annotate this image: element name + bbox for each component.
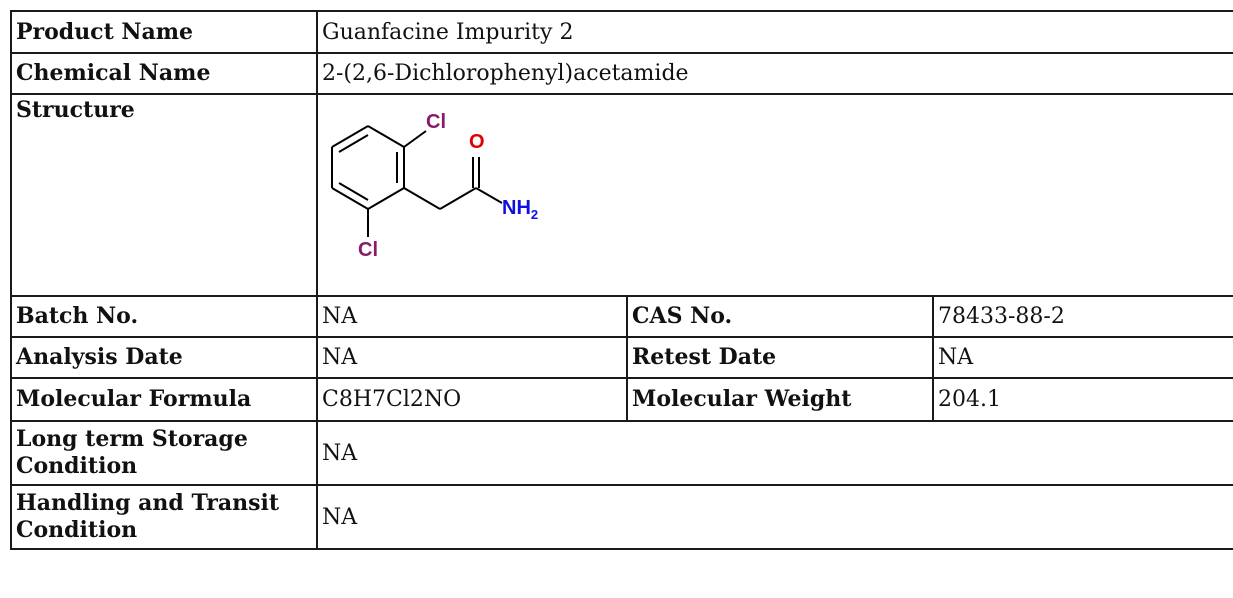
product-name-label: Product Name bbox=[10, 10, 318, 54]
batch-no-label: Batch No. bbox=[10, 295, 318, 338]
chemical-structure-image bbox=[331, 125, 503, 237]
oxygen-atom: O bbox=[469, 131, 485, 153]
structure-row: Structure bbox=[10, 93, 1233, 297]
retest-date-value: NA bbox=[931, 336, 1233, 379]
batch-cas-row: Batch No. NA CAS No. 78433-88-2 bbox=[10, 295, 1233, 338]
handling-condition-label: Handling and Transit Condition bbox=[10, 484, 318, 550]
structure-label: Structure bbox=[10, 93, 318, 297]
chlorine-top-atom: Cl bbox=[426, 111, 446, 133]
amine-subscript: 2 bbox=[530, 207, 539, 222]
analysis-date-label: Analysis Date bbox=[10, 336, 318, 379]
dates-row: Analysis Date NA Retest Date NA bbox=[10, 336, 1233, 379]
molecular-formula-label: Molecular Formula bbox=[10, 377, 318, 422]
storage-condition-label: Long term Storage Condition bbox=[10, 420, 318, 486]
structure-cell: Cl O NH2 Cl bbox=[315, 93, 1233, 297]
molecular-weight-label: Molecular Weight bbox=[626, 377, 934, 422]
batch-no-value: NA bbox=[316, 295, 628, 338]
handling-condition-value: NA bbox=[315, 484, 1233, 550]
product-name-value: Guanfacine Impurity 2 bbox=[315, 10, 1233, 54]
chemical-name-row: Chemical Name 2-(2,6-Dichlorophenyl)acet… bbox=[10, 52, 1233, 95]
chemical-name-value: 2-(2,6-Dichlorophenyl)acetamide bbox=[315, 52, 1233, 95]
storage-row: Long term Storage Condition NA bbox=[10, 420, 1233, 486]
cas-no-value: 78433-88-2 bbox=[931, 295, 1233, 338]
bond-lines bbox=[331, 125, 503, 237]
structure-diagram: Cl O NH2 Cl bbox=[322, 97, 582, 287]
formula-weight-row: Molecular Formula C8H7Cl2NO Molecular We… bbox=[10, 377, 1233, 422]
product-name-row: Product Name Guanfacine Impurity 2 bbox=[10, 10, 1233, 54]
chlorine-bottom-atom: Cl bbox=[358, 239, 378, 261]
chemical-name-label: Chemical Name bbox=[10, 52, 318, 95]
handling-row: Handling and Transit Condition NA bbox=[10, 484, 1233, 550]
analysis-date-value: NA bbox=[316, 336, 628, 379]
product-spec-table: Product Name Guanfacine Impurity 2 Chemi… bbox=[10, 10, 1233, 550]
molecular-formula-value: C8H7Cl2NO bbox=[316, 377, 628, 422]
storage-condition-value: NA bbox=[315, 420, 1233, 486]
molecular-weight-value: 204.1 bbox=[931, 377, 1233, 422]
amine-group: NH2 bbox=[502, 197, 538, 226]
amine-label: NH bbox=[502, 197, 531, 219]
cas-no-label: CAS No. bbox=[626, 295, 934, 338]
retest-date-label: Retest Date bbox=[626, 336, 934, 379]
